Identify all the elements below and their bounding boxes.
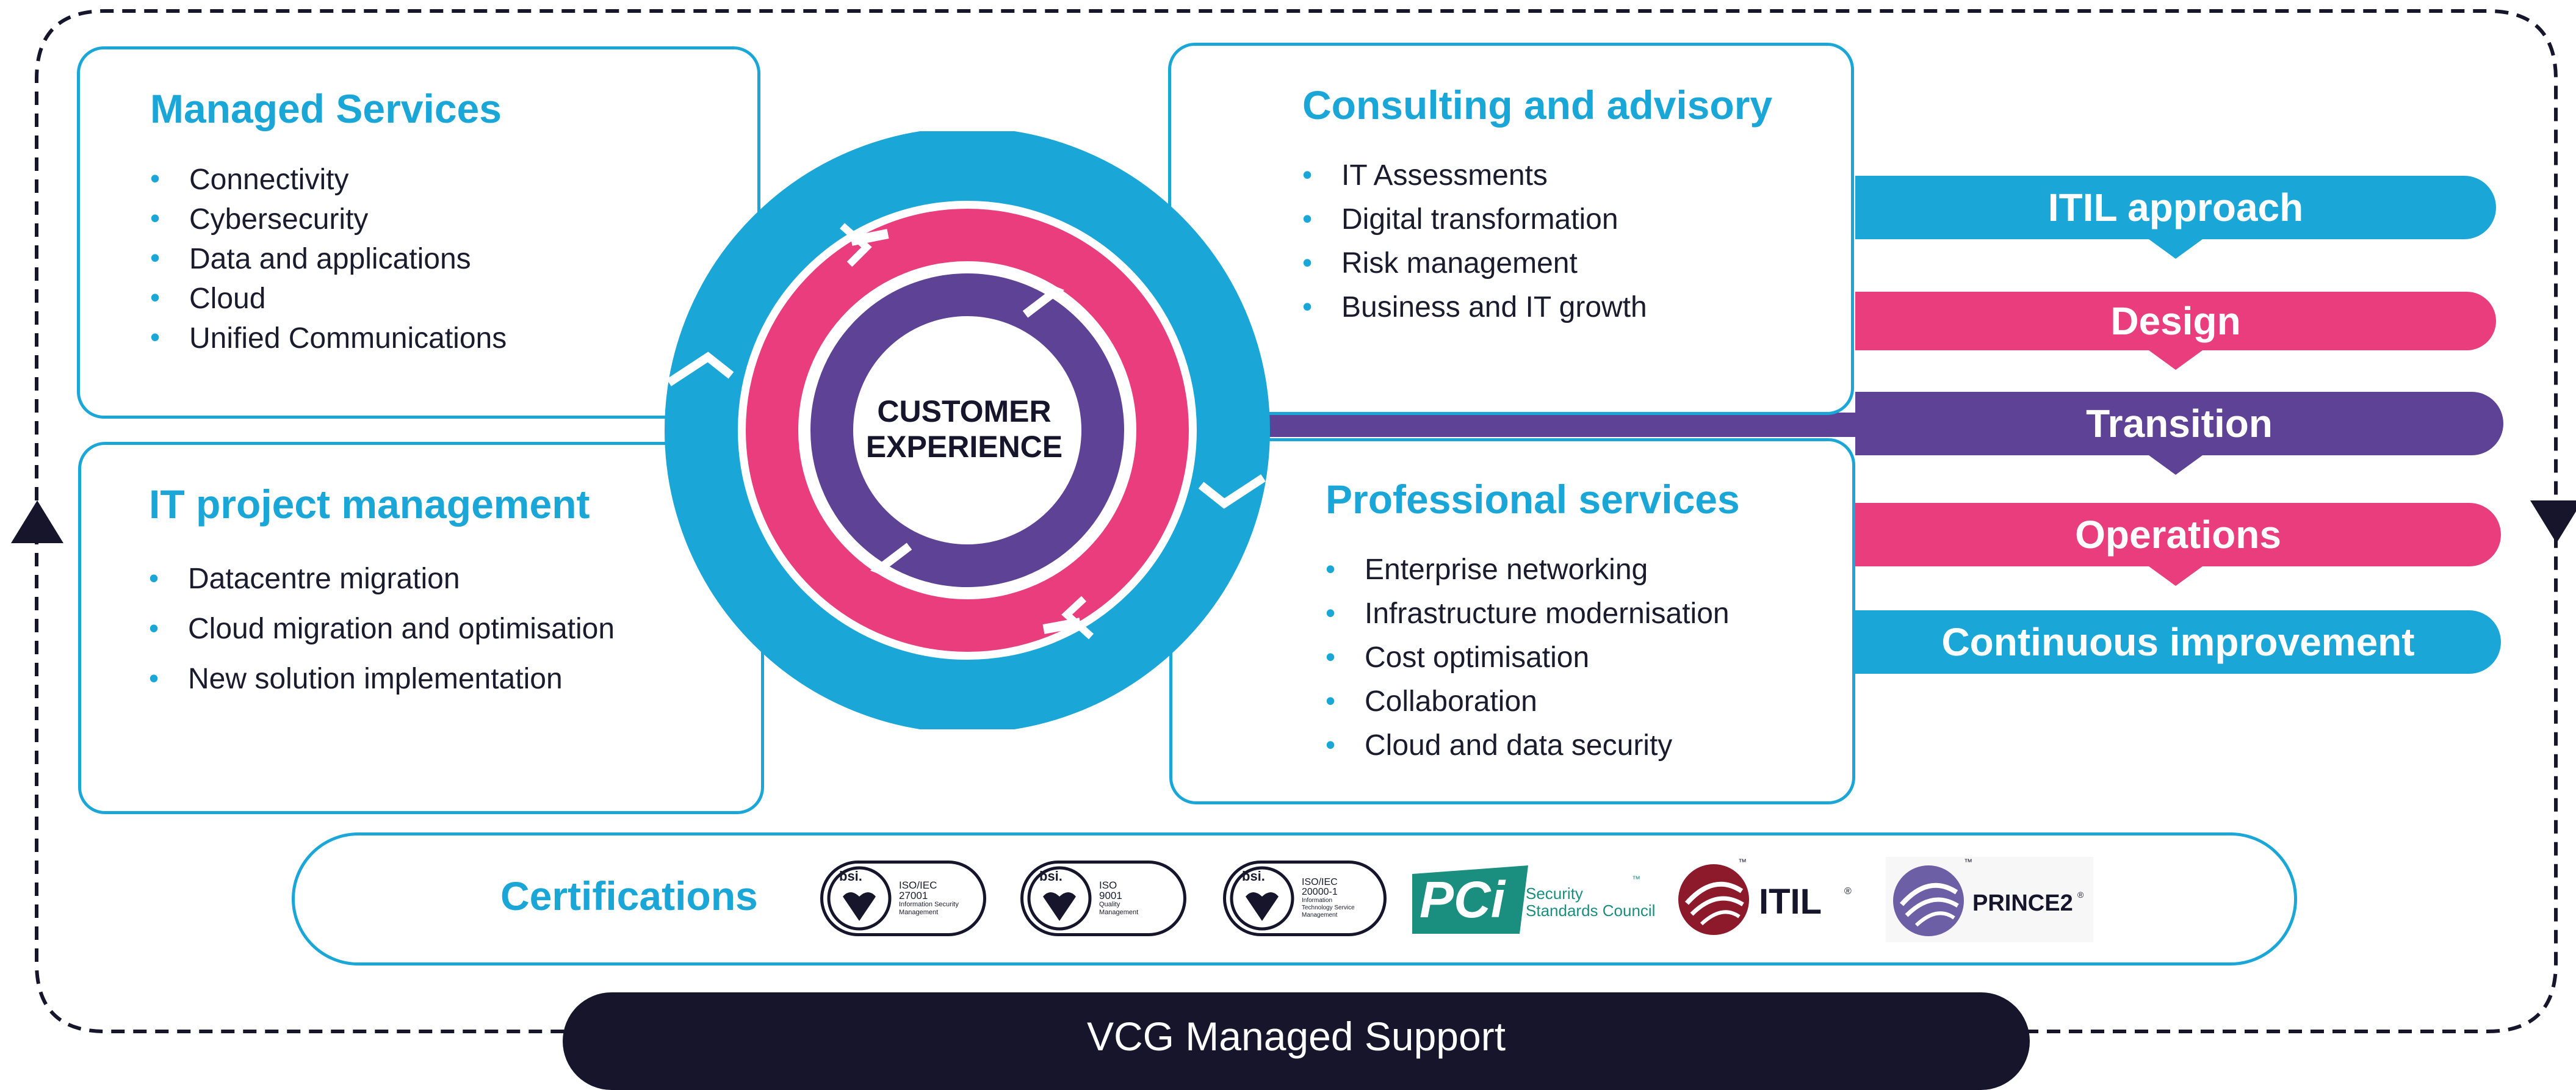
operations-label: Operations	[2075, 513, 2281, 557]
prince2-logo: PRINCE2 ® ™	[1886, 857, 2093, 942]
list-item: Cloud and data security	[1326, 723, 1730, 768]
badge-number: 9001	[1099, 890, 1122, 901]
bsi-kitemark-icon	[1230, 866, 1294, 931]
pci-line1: Security	[1526, 884, 1583, 903]
badge-number: 20000-1	[1302, 887, 1338, 897]
operations-stage: Operations	[1855, 503, 2501, 586]
itil-swirl-icon	[1678, 864, 1749, 935]
list-item: Connectivity	[150, 159, 507, 200]
stage-notch-icon	[2149, 566, 2203, 586]
list-item: Infrastructure modernisation	[1326, 591, 1730, 636]
continuous-improvement-label: Continuous improvement	[1941, 620, 2415, 664]
badge-desc: Information	[1302, 897, 1333, 904]
list-item: Datacentre migration	[149, 553, 615, 604]
bsi-brand: bsi.	[1039, 868, 1063, 884]
list-item: Data and applications	[150, 238, 507, 279]
prince2-reg: ®	[2077, 890, 2084, 900]
badge-desc: Management	[899, 909, 939, 916]
badge-desc: Technology Service	[1302, 904, 1355, 911]
list-item: Enterprise networking	[1326, 547, 1730, 592]
itil-reg: ®	[1844, 886, 1852, 897]
it-project-management-list: Datacentre migration Cloud migration and…	[149, 553, 615, 704]
consulting-advisory-list: IT Assessments Digital transformation Ri…	[1302, 153, 1647, 330]
vcg-managed-support-label: VCG Managed Support	[1086, 1014, 1506, 1059]
list-item: Cloud migration and optimisation	[149, 603, 615, 654]
pci-logo-text: PCi	[1420, 871, 1506, 928]
itil-approach-stage: ITIL approach	[1855, 176, 2496, 259]
transition-stage: Transition	[1855, 392, 2503, 475]
bsi-kitemark-icon	[827, 866, 892, 931]
managed-services-title: Managed Services	[150, 86, 502, 131]
list-item: IT Assessments	[1302, 153, 1647, 198]
list-item: Cost optimisation	[1326, 635, 1730, 680]
bsi-iso-9001-badge: bsi. ISO 9001 Quality Management	[1020, 861, 1186, 936]
loop-arrow-up-icon	[11, 500, 63, 543]
professional-services-list: Enterprise networking Infrastructure mod…	[1326, 547, 1730, 768]
pci-ssc-logo: PCi Security Standards Council ™	[1412, 862, 1655, 936]
prince2-logo-text: PRINCE2	[1972, 890, 2073, 916]
bsi-brand: bsi.	[839, 868, 862, 884]
stage-notch-icon	[2149, 239, 2203, 259]
pci-line2: Standards Council	[1526, 901, 1656, 920]
continuous-improvement-stage: Continuous improvement	[1855, 610, 2501, 674]
list-item: Risk management	[1302, 240, 1647, 286]
prince2-tm: ™	[1964, 857, 1972, 867]
consulting-advisory-title: Consulting and advisory	[1302, 82, 1773, 128]
list-item: Cloud	[150, 278, 507, 319]
loop-arrow-down-icon	[2530, 500, 2576, 543]
bsi-kitemark-icon	[1027, 866, 1092, 931]
certifications-label: Certifications	[500, 873, 758, 919]
badge-standard: ISO	[1099, 879, 1117, 891]
badge-desc: Quality	[1099, 901, 1120, 908]
design-label: Design	[2110, 299, 2241, 343]
list-item: Cybersecurity	[150, 198, 507, 239]
stage-notch-icon	[2149, 350, 2203, 370]
bsi-brand: bsi.	[1242, 868, 1265, 884]
bsi-iso-27001-badge: bsi. ISO/IEC 27001 Information Security …	[820, 861, 986, 936]
center-label-line1: CUSTOMER	[877, 394, 1052, 428]
badge-desc: Management	[1099, 909, 1139, 916]
list-item: New solution implementation	[149, 653, 615, 704]
badge-standard: ISO/IEC	[1302, 877, 1338, 887]
center-label: CUSTOMER EXPERIENCE	[842, 394, 1086, 464]
badge-desc: Management	[1302, 912, 1338, 919]
transition-connector-band	[1196, 413, 1880, 437]
badge-standard: ISO/IEC	[899, 879, 937, 891]
managed-services-list: Connectivity Cybersecurity Data and appl…	[150, 159, 507, 358]
pci-shield-icon	[1412, 865, 1528, 934]
badge-desc: Information Security	[899, 901, 959, 908]
prince2-swirl-icon	[1893, 865, 1964, 936]
design-stage: Design	[1855, 292, 2496, 370]
itil-tm: ™	[1738, 857, 1747, 867]
transition-label: Transition	[2086, 402, 2273, 446]
itil-logo-text: ITIL	[1759, 882, 1822, 922]
badge-number: 27001	[899, 890, 928, 901]
itil-approach-label: ITIL approach	[2047, 186, 2304, 229]
list-item: Digital transformation	[1302, 197, 1647, 242]
vcg-managed-support-bar	[563, 992, 2030, 1090]
list-item: Business and IT growth	[1302, 284, 1647, 330]
customer-experience-cycle	[665, 131, 1270, 729]
list-item: Unified Communications	[150, 317, 507, 358]
center-label-line2: EXPERIENCE	[865, 430, 1063, 464]
pci-tm: ™	[1632, 874, 1640, 884]
list-item: Collaboration	[1326, 679, 1730, 724]
it-project-management-title: IT project management	[149, 482, 590, 527]
itil-logo: ITIL ® ™	[1675, 857, 1852, 942]
professional-services-title: Professional services	[1326, 477, 1740, 522]
stage-notch-icon	[2149, 455, 2203, 475]
bsi-iso-20000-badge: bsi. ISO/IEC 20000-1 Information Technol…	[1223, 861, 1387, 936]
